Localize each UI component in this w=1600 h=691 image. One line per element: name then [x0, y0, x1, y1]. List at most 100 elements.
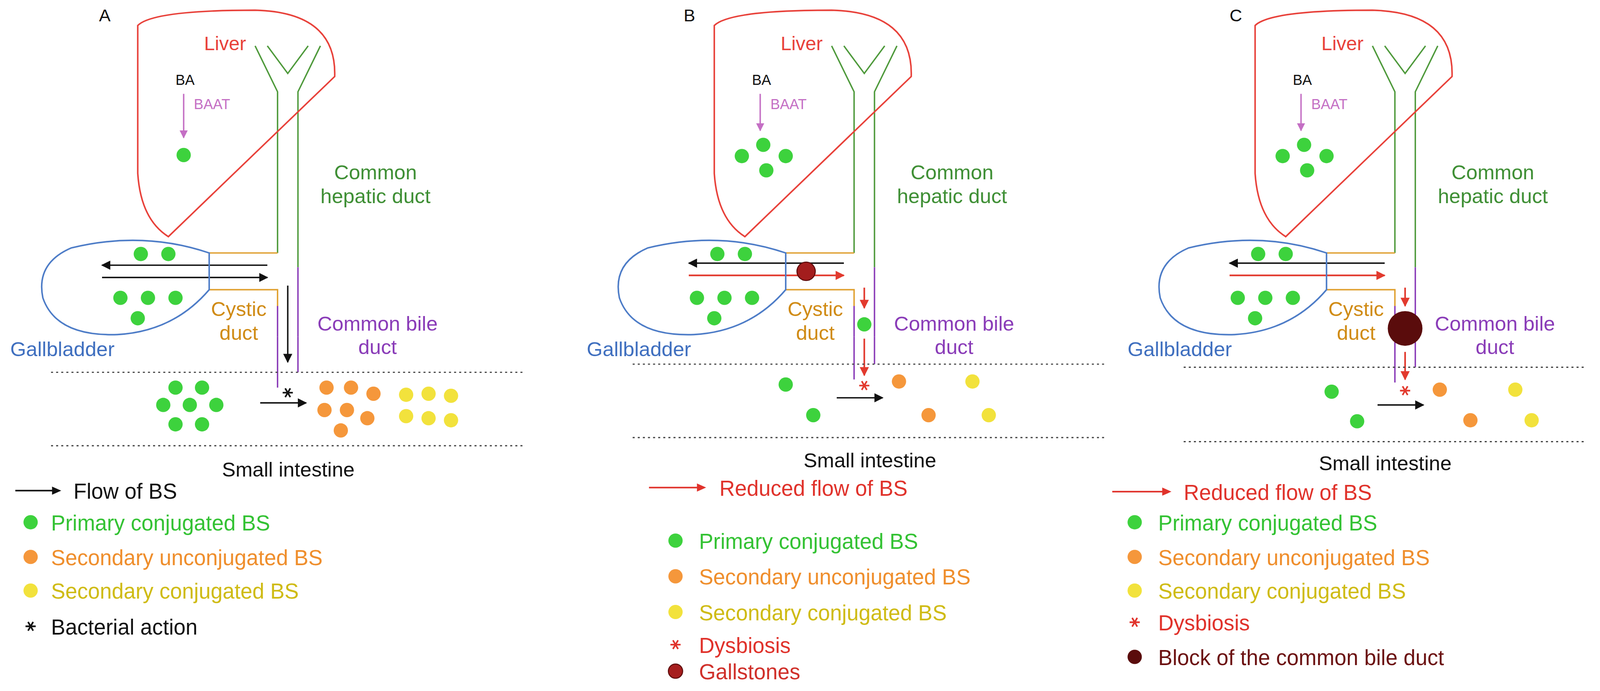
legend-text: Block of the common bile duct [1157, 644, 1445, 670]
duct-label: Cystic duct [209, 297, 269, 345]
secondary-conjugated-dots [1507, 382, 1523, 397]
conjugation-arrow [183, 93, 185, 138]
bile-ducts [209, 46, 321, 337]
secondary-conjugated-dots [1524, 413, 1539, 428]
liver-outline: LiverBABAAT [707, 4, 916, 243]
organ-label: Gallbladder [1127, 337, 1232, 362]
enzyme-label: BAAT [194, 95, 231, 113]
intestine-border [1183, 441, 1587, 443]
secondary-conjugated-dots [398, 408, 414, 424]
reduced-flow-arrows [863, 338, 866, 376]
secondary-unconjugated-dots [319, 380, 334, 395]
legend-text: Flow of BS [73, 477, 178, 504]
gallbladder-outline: Gallbladder [584, 226, 789, 364]
organ-label: Small intestine [1183, 452, 1587, 476]
secondary-conjugated-dots [965, 374, 980, 389]
flow-arrows [102, 264, 268, 266]
panel-letter: B [683, 6, 696, 27]
flow-arrow [1229, 262, 1385, 264]
secondary-conjugated-dots [421, 411, 436, 426]
primary-bile-salt-dots [155, 398, 171, 413]
flow-arrows [102, 265, 307, 403]
duct-label: Common hepatic duct [886, 161, 1018, 209]
organ-label: Liver [204, 32, 246, 55]
dysbiosis-mark [859, 381, 870, 391]
primary-bile-salt-dots [1324, 384, 1339, 399]
legend-swatch [1125, 513, 1144, 532]
duct-label: Cystic duct [785, 297, 846, 345]
legend-text: Secondary unconjugated BS [51, 544, 323, 570]
flow-arrow [836, 397, 883, 399]
legend-swatch [21, 513, 40, 532]
legend-text: Dysbiosis [1157, 609, 1250, 636]
primary-bile-salt-dots [1324, 384, 1365, 429]
legend-swatch [666, 662, 685, 681]
primary-bile-salt-dots [806, 408, 821, 423]
bacterial-action-mark [282, 388, 293, 398]
secondary-unconjugated-dots [892, 374, 936, 423]
primary-bile-salt-dots [194, 380, 210, 395]
duct-label: Common bile duct [1429, 312, 1561, 360]
legend-swatch [21, 547, 40, 567]
duct-label: Cystic duct [1326, 297, 1386, 345]
organ-label: Gallbladder [10, 337, 115, 362]
secondary-unconjugated-dots [360, 411, 375, 426]
secondary-conjugated-dots [421, 386, 436, 402]
gallbladder-outline: Gallbladder [1125, 226, 1330, 364]
flow-arrows [260, 402, 307, 404]
secondary-conjugated-dots [398, 386, 459, 428]
intestine-border [632, 437, 1108, 439]
secondary-conjugated-dots [398, 387, 414, 402]
secondary-unconjugated-dots [366, 386, 381, 402]
legend-asterisk [666, 635, 685, 655]
secondary-unconjugated-dots [317, 380, 381, 438]
gallstone [797, 262, 816, 281]
legend-text: Primary conjugated BS [698, 528, 918, 554]
bile-salt-dots [734, 137, 793, 178]
duct-label: Common hepatic duct [1427, 161, 1559, 209]
intestine-border [1183, 366, 1587, 369]
legend-text: Bacterial action [51, 613, 198, 640]
legend-asterisk [1125, 613, 1144, 632]
legend-text: Secondary conjugated BS [698, 599, 947, 626]
legend-text: Gallstones [698, 658, 800, 685]
molecule-label: BA [751, 71, 772, 88]
reduced-flow-arrows [1229, 274, 1385, 277]
reduced-flow-arrows [1229, 275, 1406, 380]
enzyme-label: BAAT [770, 95, 807, 113]
duct-label: Common bile duct [312, 312, 443, 360]
legend-text: Secondary unconjugated BS [698, 563, 971, 590]
primary-bile-salt-dots [155, 380, 224, 432]
legend-text: Primary conjugated BS [51, 509, 271, 536]
liver-outline [714, 10, 912, 237]
organ-label: Small intestine [632, 449, 1108, 473]
bile-salt-dot [176, 148, 191, 163]
reduced-flow-arrows [688, 274, 844, 277]
small-intestine-band: Small intestine [632, 362, 1110, 475]
primary-bile-salt-dots [1349, 414, 1365, 429]
molecule-label: BA [1293, 71, 1313, 88]
secondary-unconjugated-dots [1432, 382, 1478, 428]
secondary-unconjugated-dots [1463, 413, 1478, 428]
liver-outline [137, 10, 335, 237]
legend-text: Secondary unconjugated BS [1157, 544, 1430, 570]
secondary-unconjugated-dots [339, 403, 355, 418]
intestine-border [51, 445, 526, 447]
primary-bile-salt-dots [778, 377, 821, 423]
legend-swatch [1125, 647, 1144, 667]
legend-text: Dysbiosis [698, 632, 791, 658]
secondary-conjugated-dots [443, 413, 458, 428]
secondary-unconjugated-dots [892, 374, 907, 389]
legend-swatch [666, 531, 685, 550]
reduced-flow-arrows [863, 287, 866, 309]
conjugation-arrow [1300, 93, 1302, 131]
secondary-conjugated-dots [981, 408, 996, 423]
legend-arrow [649, 479, 708, 496]
small-intestine-band: Small intestine [51, 370, 528, 484]
duct-label: Common bile duct [888, 312, 1020, 360]
molecule-label: BA [175, 71, 195, 88]
legend-asterisk [21, 617, 40, 636]
legend-arrow [1112, 483, 1173, 501]
flow-arrow [688, 262, 844, 264]
